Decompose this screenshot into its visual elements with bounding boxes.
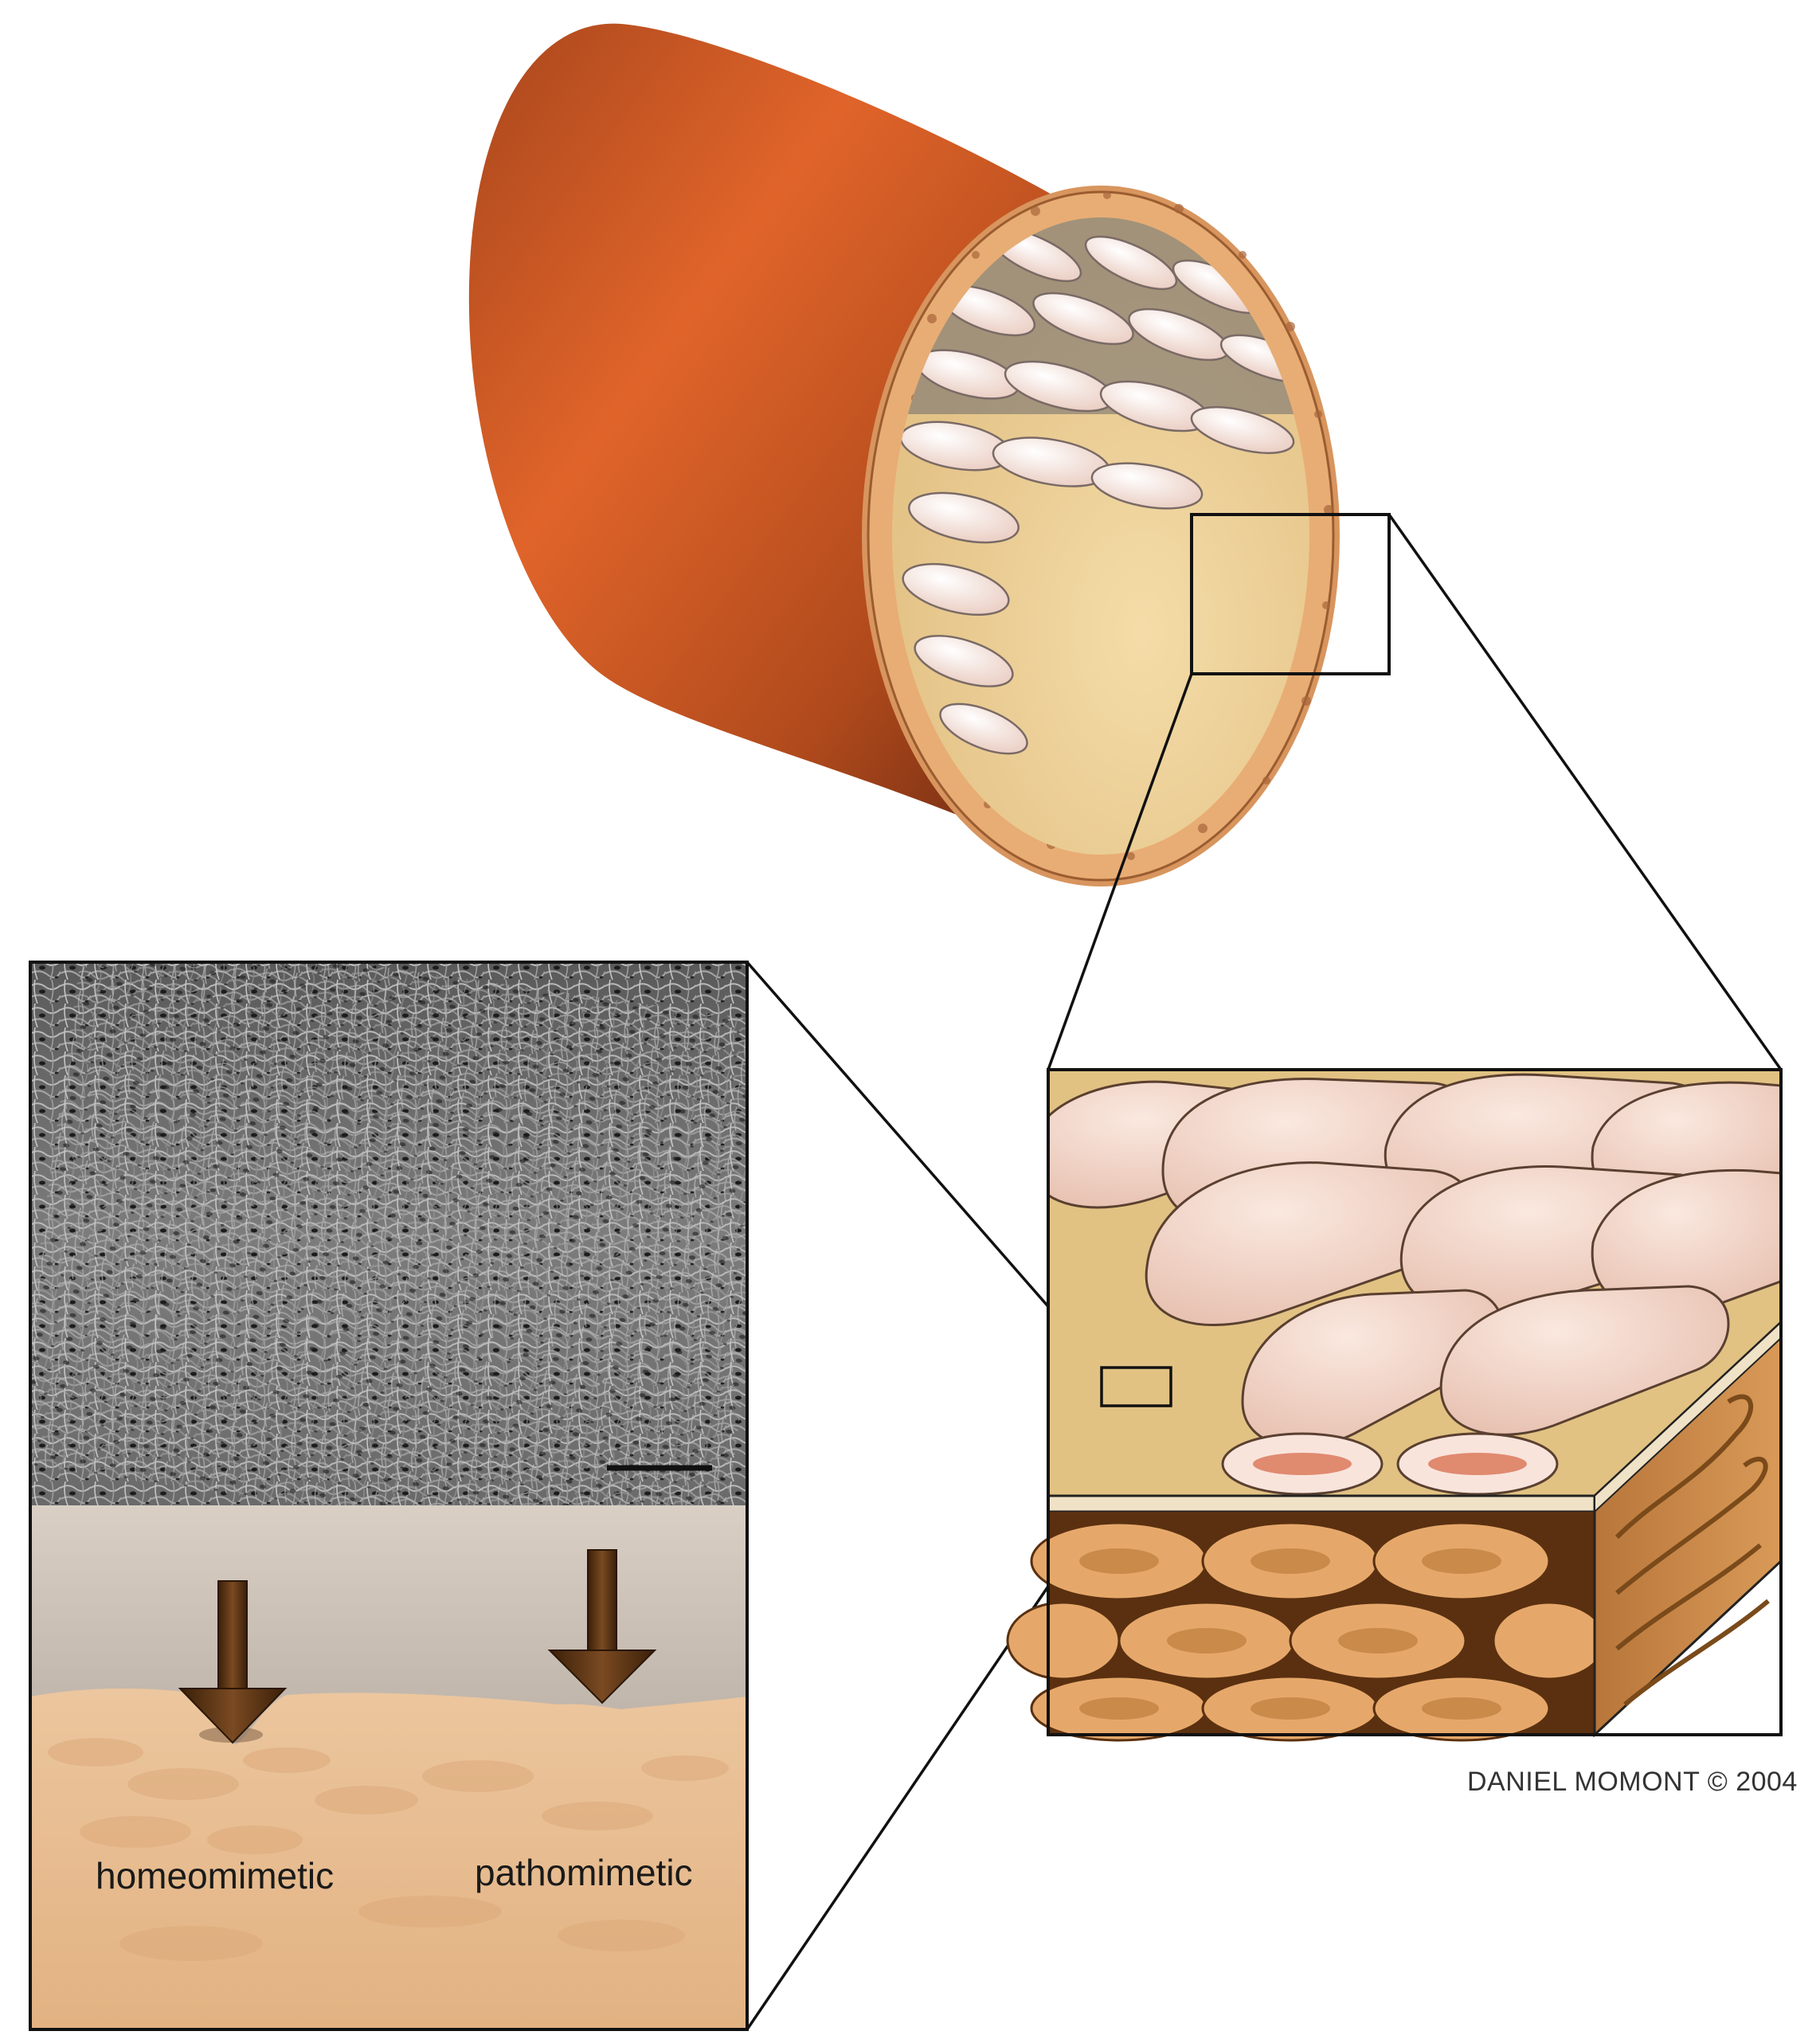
homeomimetic-arrow [178, 1580, 288, 1744]
artist-credit: DANIEL MOMONT © 2004 [1467, 1767, 1798, 1797]
pathomimetic-arrow [547, 1549, 657, 1704]
blood-vessel [468, 23, 1391, 886]
homeomimetic-label: homeomimetic [96, 1855, 335, 1896]
matrix-inset [29, 961, 749, 2031]
sem-micrograph [30, 962, 747, 1505]
pathomimetic-label: pathomimetic [475, 1852, 693, 1893]
vessel-wall-inset [1006, 1068, 1783, 1742]
